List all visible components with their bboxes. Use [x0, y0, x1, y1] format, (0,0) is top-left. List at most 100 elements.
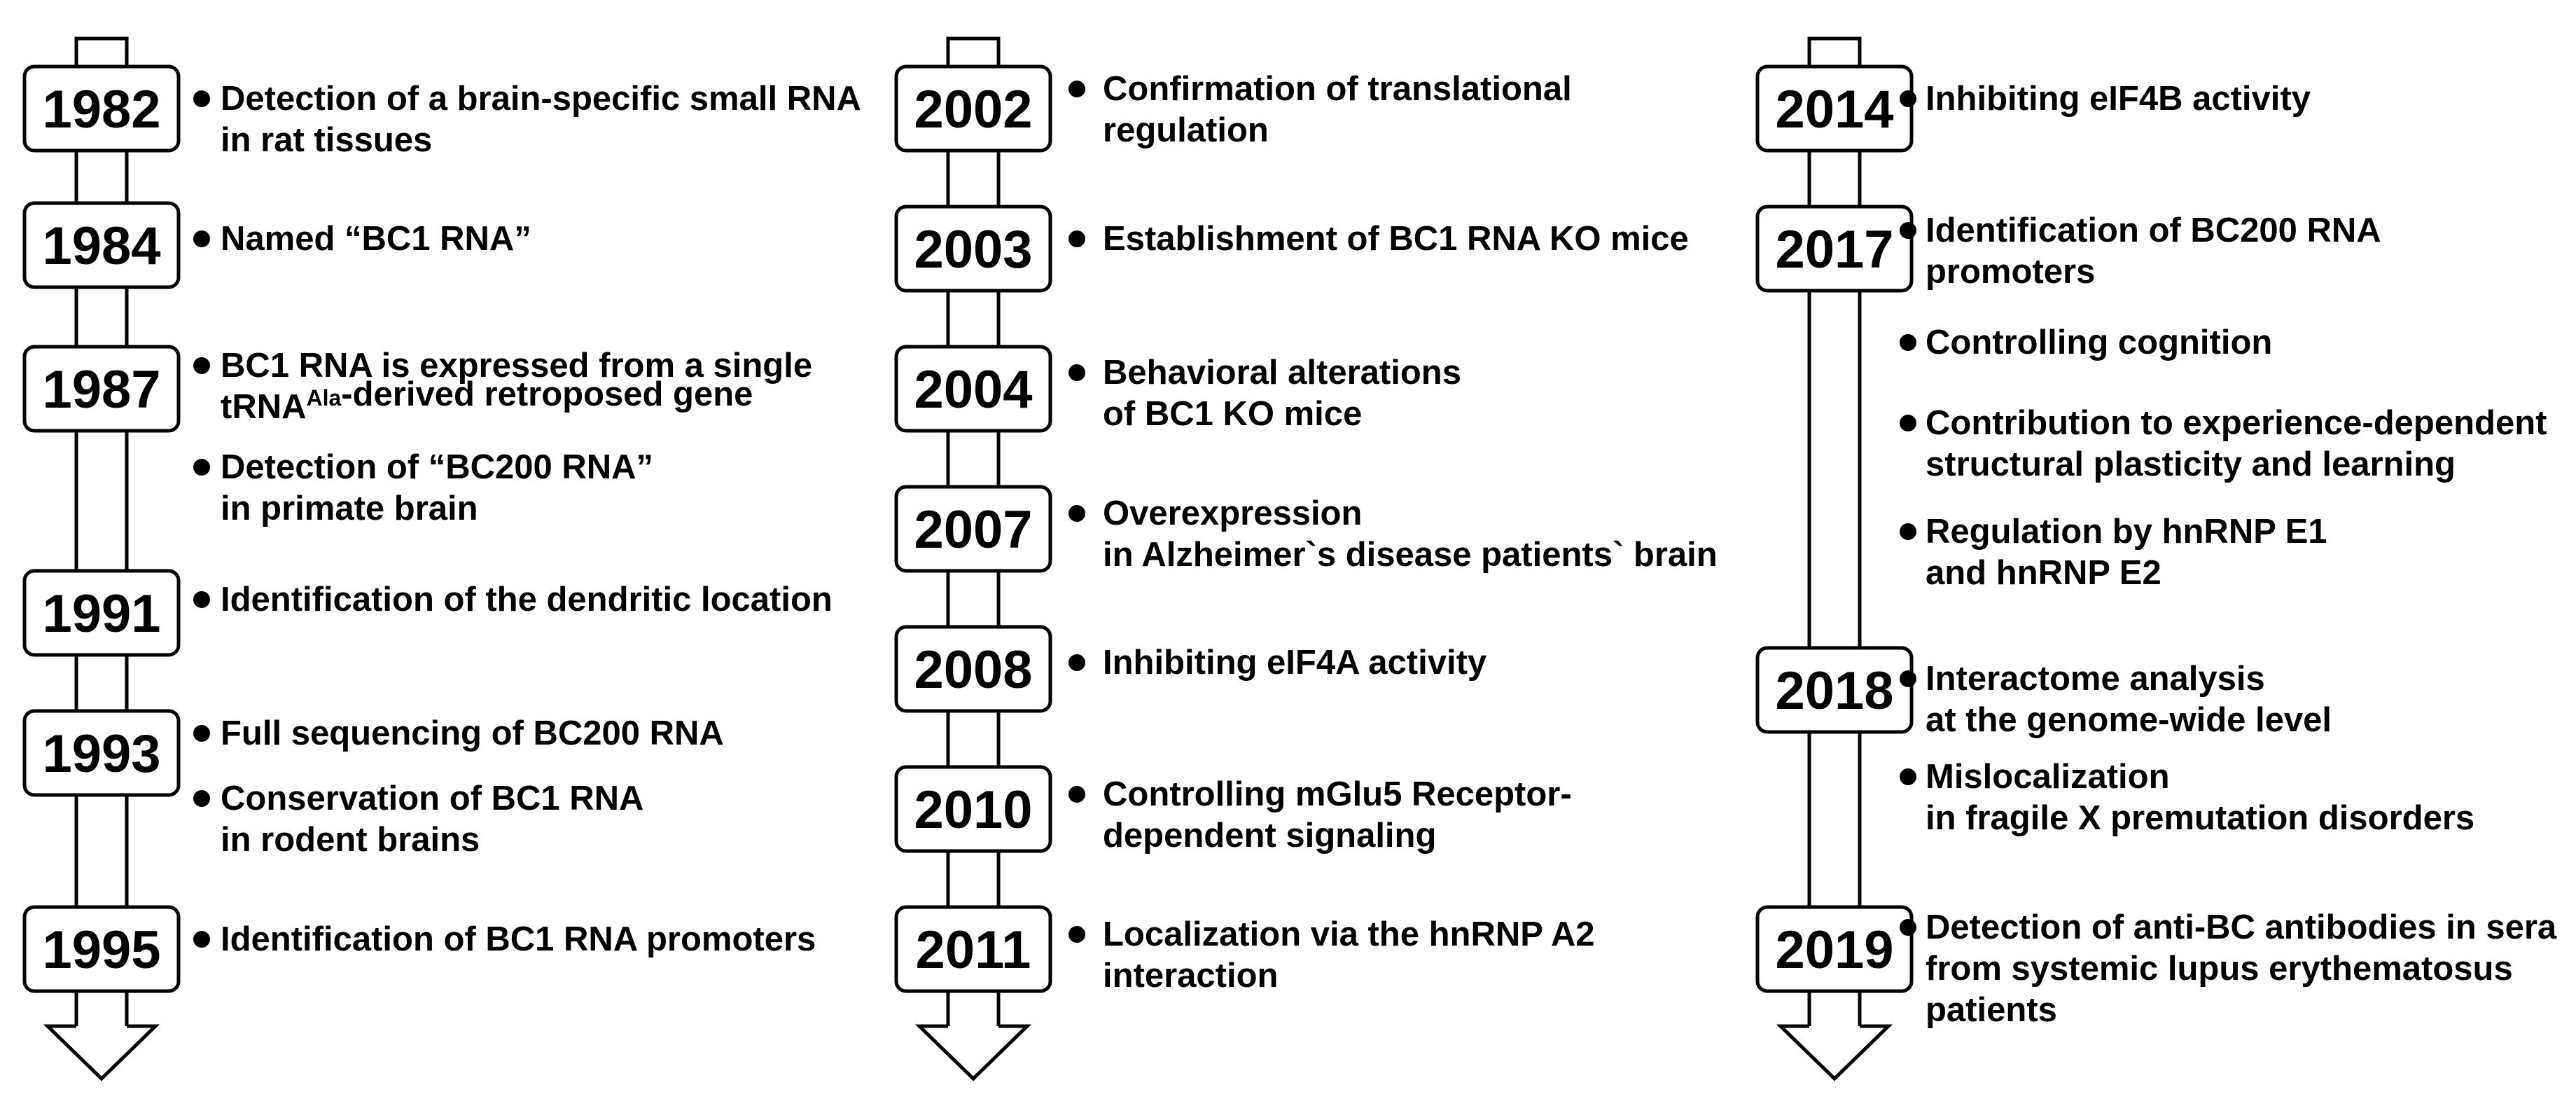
event-text-line: Confirmation of translational	[1103, 70, 1572, 108]
year-entry-1993: 1993 Full sequencing of BC200 RNAConserv…	[22, 709, 724, 859]
bullet-icon	[1068, 505, 1085, 522]
event-text-line: dependent signaling	[1103, 817, 1436, 855]
year-box	[894, 485, 1052, 573]
year-box	[22, 201, 181, 289]
year-box	[1755, 64, 1914, 153]
year-entry-2010: 2010 Controlling mGlu5 Receptor-dependent…	[894, 765, 1572, 855]
year-box	[22, 345, 181, 433]
event-item: Localization via the hnRNP A2 interaction	[1068, 915, 1594, 995]
event-text-line: BC1 RNA is expressed from a single	[221, 347, 812, 385]
event-text-line: Contribution to experience-dependent	[1926, 404, 2547, 442]
year-entry-2011: 2011 Localization via the hnRNP A2 interac…	[894, 905, 1594, 995]
year-entry-2008: 2008 Inhibiting eIF4A activity	[894, 625, 1487, 713]
event-text-line: Establishment of BC1 RNA KO mice	[1103, 220, 1689, 258]
year-label: 2004	[914, 360, 1032, 420]
event-text-line: Mislocalization	[1926, 758, 2170, 796]
event-item: Inhibiting eIF4A activity	[1068, 644, 1487, 682]
event-text-line: in primate brain	[221, 490, 478, 527]
year-box	[1755, 905, 1914, 993]
bullet-icon	[193, 725, 210, 742]
year-entry-1982: 1982 Detection of a brain-specific small …	[22, 64, 861, 159]
year-label: 2014	[1775, 80, 1893, 139]
bullet-icon	[1068, 654, 1085, 671]
event-text-line: structural plasticity and learning	[1926, 445, 2456, 483]
year-box	[894, 345, 1052, 433]
year-label: 1995	[42, 920, 160, 980]
year-entry-2007: 2007 Overexpression in Alzheimer`s disease…	[894, 485, 1718, 574]
year-label: 2008	[914, 640, 1032, 700]
event-text-line: in rat tissues	[221, 121, 432, 159]
year-label: 1984	[42, 216, 160, 276]
bullet-icon	[1900, 670, 1916, 687]
event-item: Controlling cognition	[1900, 324, 2272, 361]
event-item: Identification of BC1 RNA promoters	[193, 920, 816, 958]
event-text-line: Identification of the dendritic location	[221, 581, 833, 618]
bullet-icon	[193, 459, 210, 476]
event-text-line: Overexpression	[1103, 495, 1362, 532]
year-label: 1982	[42, 80, 160, 139]
year-entry-1984: 1984 Named “BC1 RNA”	[22, 201, 531, 289]
bullet-icon	[193, 931, 210, 948]
event-text-line: Full sequencing of BC200 RNA	[221, 714, 724, 752]
year-label: 2018	[1775, 661, 1893, 721]
event-text-line: interaction	[1103, 957, 1278, 995]
year-entry-2002: 2002 Confirmation of translationalregulat…	[894, 64, 1572, 153]
event-text-line: Detection of anti-BC antibodies in sera	[1926, 908, 2557, 946]
event-text-line: Named “BC1 RNA”	[221, 220, 531, 258]
year-label: 2017	[1775, 220, 1893, 279]
event-text-line: in Alzheimer`s disease patients` brain	[1103, 536, 1718, 574]
year-label: 1993	[42, 724, 160, 784]
bullet-icon	[1068, 786, 1085, 803]
year-label: 2003	[914, 220, 1032, 279]
year-label: 2011	[916, 920, 1031, 980]
event-text-line: Interactome analysis	[1926, 660, 2265, 698]
event-text-line: Identification of BC200 RNA	[1926, 212, 2381, 249]
bullet-icon	[1068, 81, 1085, 97]
event-text-line: in rodent brains	[221, 821, 480, 859]
bullet-icon	[1900, 90, 1916, 107]
bullet-icon	[1900, 415, 1916, 431]
year-box	[1755, 646, 1914, 734]
timeline-arrowhead	[914, 1024, 1032, 1081]
year-label: 2010	[914, 780, 1032, 840]
event-text-line: Localization via the hnRNP A2	[1103, 915, 1594, 953]
year-label: 2007	[914, 500, 1032, 560]
event-text-line: regulation	[1103, 111, 1269, 149]
event-text-line: Regulation by hnRNP E1	[1926, 513, 2327, 551]
timeline-column-1: 1982 Detection of a brain-specific small …	[22, 36, 861, 1081]
event-item: BC1 RNA is expressed from a singletRNAAl…	[193, 347, 812, 426]
event-item: Identification of the dendritic location	[193, 581, 833, 618]
event-item: Controlling mGlu5 Receptor-dependent sig…	[1068, 775, 1572, 855]
year-box	[894, 905, 1052, 993]
bullet-icon	[1900, 768, 1916, 785]
bullet-icon	[1068, 364, 1085, 381]
year-box	[1755, 205, 1914, 293]
year-box	[22, 905, 181, 993]
year-box	[894, 625, 1052, 713]
year-label: 2002	[914, 80, 1032, 139]
event-item: Full sequencing of BC200 RNA	[193, 714, 724, 752]
bullet-icon	[193, 591, 210, 608]
year-box	[22, 709, 181, 797]
bullet-icon	[1900, 334, 1916, 351]
event-text-line: Detection of a brain-specific small RNA	[221, 80, 861, 118]
event-text-line: from systemic lupus erythematosus	[1926, 950, 2513, 988]
event-text-line: patients	[1926, 991, 2057, 1029]
bullet-icon	[193, 790, 210, 807]
event-text-line: Identification of BC1 RNA promoters	[221, 920, 816, 958]
event-text-line: tRNAAla-derived retroposed gene	[221, 375, 753, 426]
bullet-icon	[1068, 926, 1085, 943]
timeline-arrowhead	[1776, 1024, 1893, 1081]
event-item: Detection of a brain-specific small RNAi…	[193, 80, 861, 159]
timeline-column-2: 2002 Confirmation of translationalregulat…	[894, 36, 1718, 1081]
event-item: Inhibiting eIF4B activity	[1900, 80, 2311, 118]
